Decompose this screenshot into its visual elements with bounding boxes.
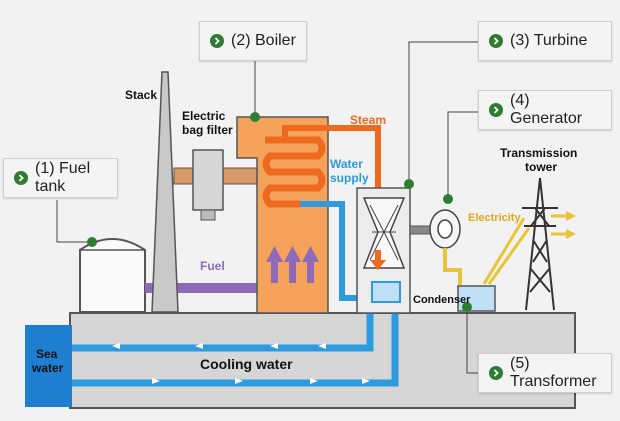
generator-wire xyxy=(443,248,462,285)
heat-arrows xyxy=(266,246,319,283)
marker-dots xyxy=(87,112,472,312)
bag-filter xyxy=(192,149,224,211)
cooling-flow-arrows xyxy=(112,343,370,384)
callout-turbine: (3) Turbine xyxy=(478,21,612,61)
steam-coil xyxy=(262,136,326,208)
label-bag-filter-2: bag filter xyxy=(182,123,233,137)
steam-exhaust-arrow xyxy=(370,260,386,270)
fuel-pipe xyxy=(145,283,257,293)
callout-boiler: (2) Boiler xyxy=(199,21,307,61)
label-bag-filter-1: Electric xyxy=(182,109,226,123)
electricity-lines xyxy=(482,214,566,285)
callout-fuel-tank-label: (1) Fuel tank xyxy=(35,160,91,195)
callout-boiler-label: (2) Boiler xyxy=(231,32,296,49)
chevron-right-icon xyxy=(14,171,28,185)
water-supply-line xyxy=(300,201,370,301)
chevron-right-icon xyxy=(210,34,224,48)
chevron-right-icon xyxy=(489,366,503,380)
chevron-right-icon xyxy=(489,34,503,48)
turbine-blades xyxy=(369,204,399,261)
label-sea-water-1: Sea xyxy=(36,347,58,361)
label-water-supply-2: supply xyxy=(330,171,369,185)
stack-chimney xyxy=(151,71,179,313)
label-sea-water-2: water xyxy=(32,361,64,375)
steam-line xyxy=(282,125,381,190)
boiler xyxy=(236,116,329,314)
label-steam: Steam xyxy=(350,113,387,127)
label-condenser: Condenser xyxy=(413,294,471,306)
label-electricity: Electricity xyxy=(468,212,521,224)
callout-generator-label: (4) Generator xyxy=(510,92,583,127)
callout-turbine-label: (3) Turbine xyxy=(510,32,588,49)
turbine-shaft xyxy=(409,225,433,235)
callout-generator: (4) Generator xyxy=(478,90,612,130)
sea-water-block xyxy=(25,325,72,407)
transmission-tower xyxy=(522,177,558,311)
label-tower-2: tower xyxy=(525,160,558,174)
label-cooling-water: Cooling water xyxy=(200,356,293,372)
cooling-water-pipe-out xyxy=(72,298,399,387)
label-tower-1: Transmission xyxy=(500,146,578,160)
callout-leaders xyxy=(56,41,478,374)
callout-fuel-tank: (1) Fuel tank xyxy=(3,158,118,198)
callout-transformer-label: (5) Transformer xyxy=(510,355,597,390)
label-stack: Stack xyxy=(125,88,158,102)
label-water-supply-1: Water xyxy=(330,157,363,171)
callout-transformer: (5) Transformer xyxy=(478,353,612,393)
condenser-unit xyxy=(371,281,401,303)
chevron-right-icon xyxy=(489,103,503,117)
label-fuel: Fuel xyxy=(200,259,225,273)
